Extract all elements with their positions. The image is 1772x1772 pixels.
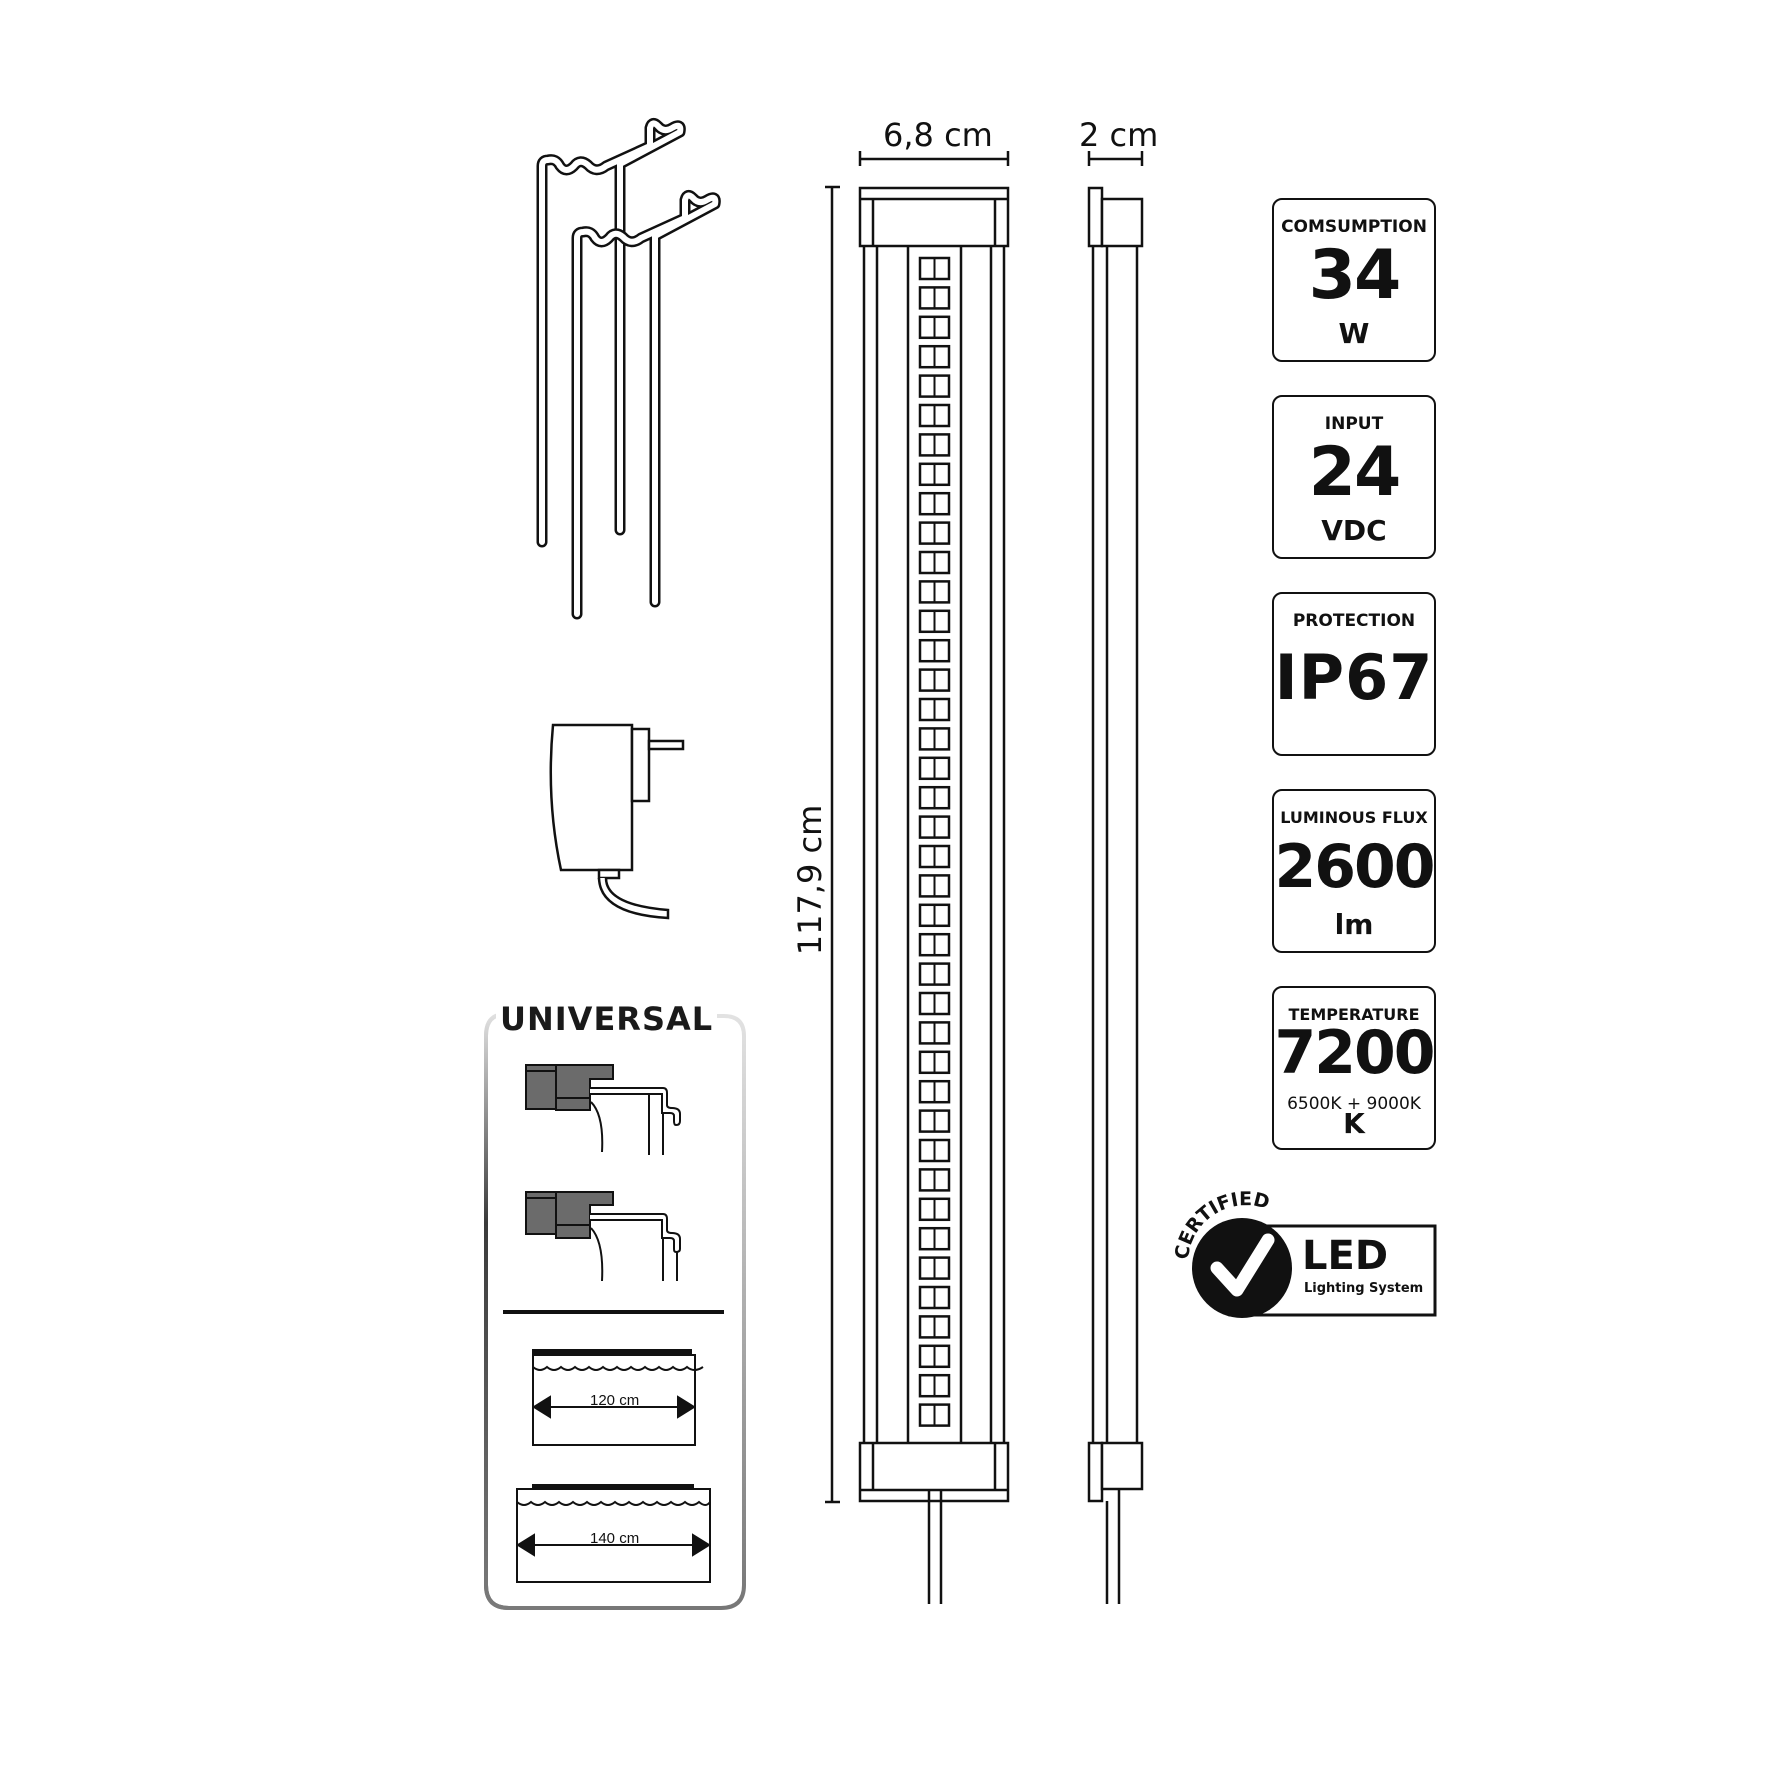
width-dimension-label: 6,8 cm [883,116,993,154]
mount-diagram-2 [525,1191,681,1282]
tank-140-diagram [516,1484,711,1583]
spec-luminous-flux: LUMINOUS FLUX 2600 lm [1272,789,1436,953]
led-bar-side-view [1087,151,1144,1604]
led-bar-front-view [825,151,1010,1604]
led-cell-grid [918,256,951,1427]
tank-140-label: 140 cm [590,1530,640,1547]
tank-120-diagram [532,1349,704,1446]
spec-temperature: TEMPERATURE 7200 6500K + 9000K K [1272,986,1436,1150]
length-dimension-label: 117,9 cm [791,804,829,956]
spec-label: INPUT [1324,414,1384,434]
spec-value: IP67 [1274,641,1434,714]
spec-label: PROTECTION [1292,611,1416,631]
checkmark-icon [1210,1233,1275,1297]
spec-consumption: COMSUMPTION 34 W [1272,198,1436,362]
spec-label: LUMINOUS FLUX [1280,808,1428,827]
spec-label: TEMPERATURE [1288,1005,1420,1024]
spec-value: 34 [1308,236,1402,315]
spec-protection: PROTECTION IP67 [1272,592,1436,756]
tank-120-label: 120 cm [590,1392,640,1409]
spec-unit: lm [1334,908,1374,941]
power-adapter-icon [549,723,685,920]
spec-value: 24 [1308,433,1402,512]
spec-unit: VDC [1321,514,1387,547]
cert-subtitle: Lighting System [1304,1281,1424,1296]
spec-subtext: 6500K + 9000K [1287,1094,1421,1114]
spec-value: 7200 [1274,1018,1436,1088]
spec-value: 2600 [1274,832,1436,902]
universal-title: UNIVERSAL [496,1000,718,1038]
depth-dimension-label: 2 cm [1079,116,1159,154]
cert-led-title: LED [1302,1233,1389,1279]
spec-unit: K [1343,1107,1365,1140]
spec-unit: W [1338,317,1370,350]
spec-input: INPUT 24 VDC [1272,395,1436,559]
mount-diagram-1 [525,1064,681,1155]
spec-label: COMSUMPTION [1281,217,1427,237]
bracket-clips-icon [536,117,721,620]
certified-led-badge: CERTIFIED [1171,1188,1437,1318]
universal-panel-frame [484,1013,746,1610]
